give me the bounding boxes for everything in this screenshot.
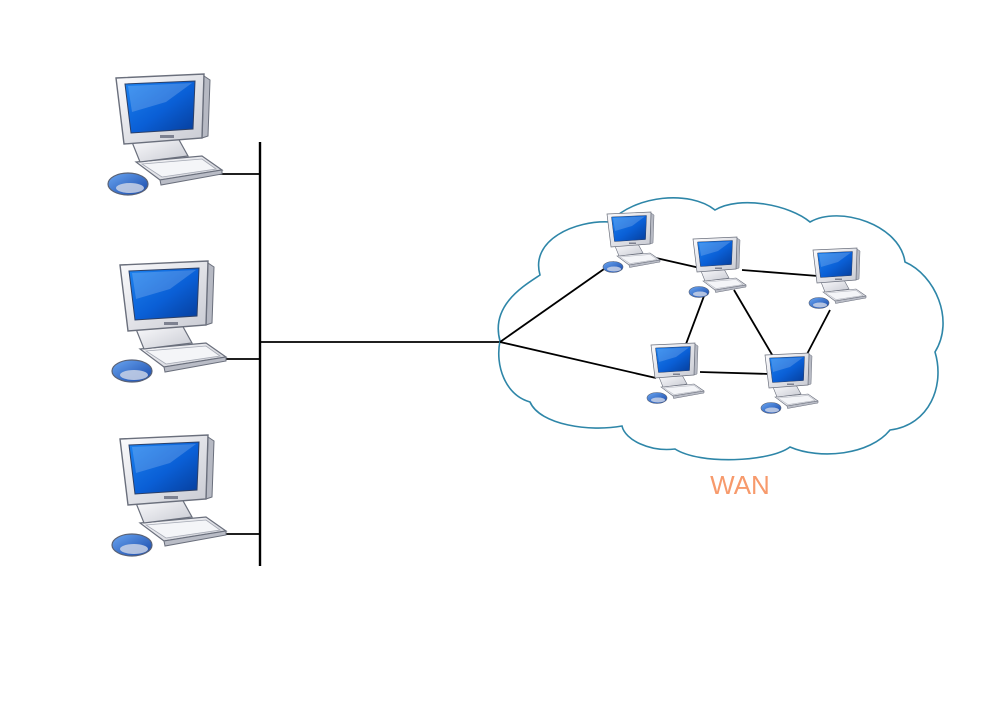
lan-computer-3 bbox=[111, 434, 227, 557]
lan-computer-2 bbox=[111, 260, 227, 383]
lan-computer-1 bbox=[107, 73, 223, 196]
wan-computer-3 bbox=[808, 247, 867, 309]
wan-computer-5 bbox=[760, 352, 819, 414]
wan-computer-1 bbox=[602, 211, 661, 273]
wan-link-5 bbox=[805, 309, 831, 357]
wan-link-2 bbox=[741, 269, 819, 277]
wan-link-4 bbox=[733, 289, 775, 359]
wan-label: WAN bbox=[710, 470, 770, 500]
wan-link-3 bbox=[685, 295, 705, 345]
wan-computer-2 bbox=[688, 236, 747, 298]
wan-link-6 bbox=[699, 371, 771, 375]
wan-computer-4 bbox=[646, 342, 705, 404]
wan-link-1 bbox=[655, 257, 701, 269]
wan-link-entry-b bbox=[499, 341, 657, 379]
wan-link-entry-a bbox=[499, 261, 615, 343]
wan-cloud bbox=[497, 197, 944, 461]
